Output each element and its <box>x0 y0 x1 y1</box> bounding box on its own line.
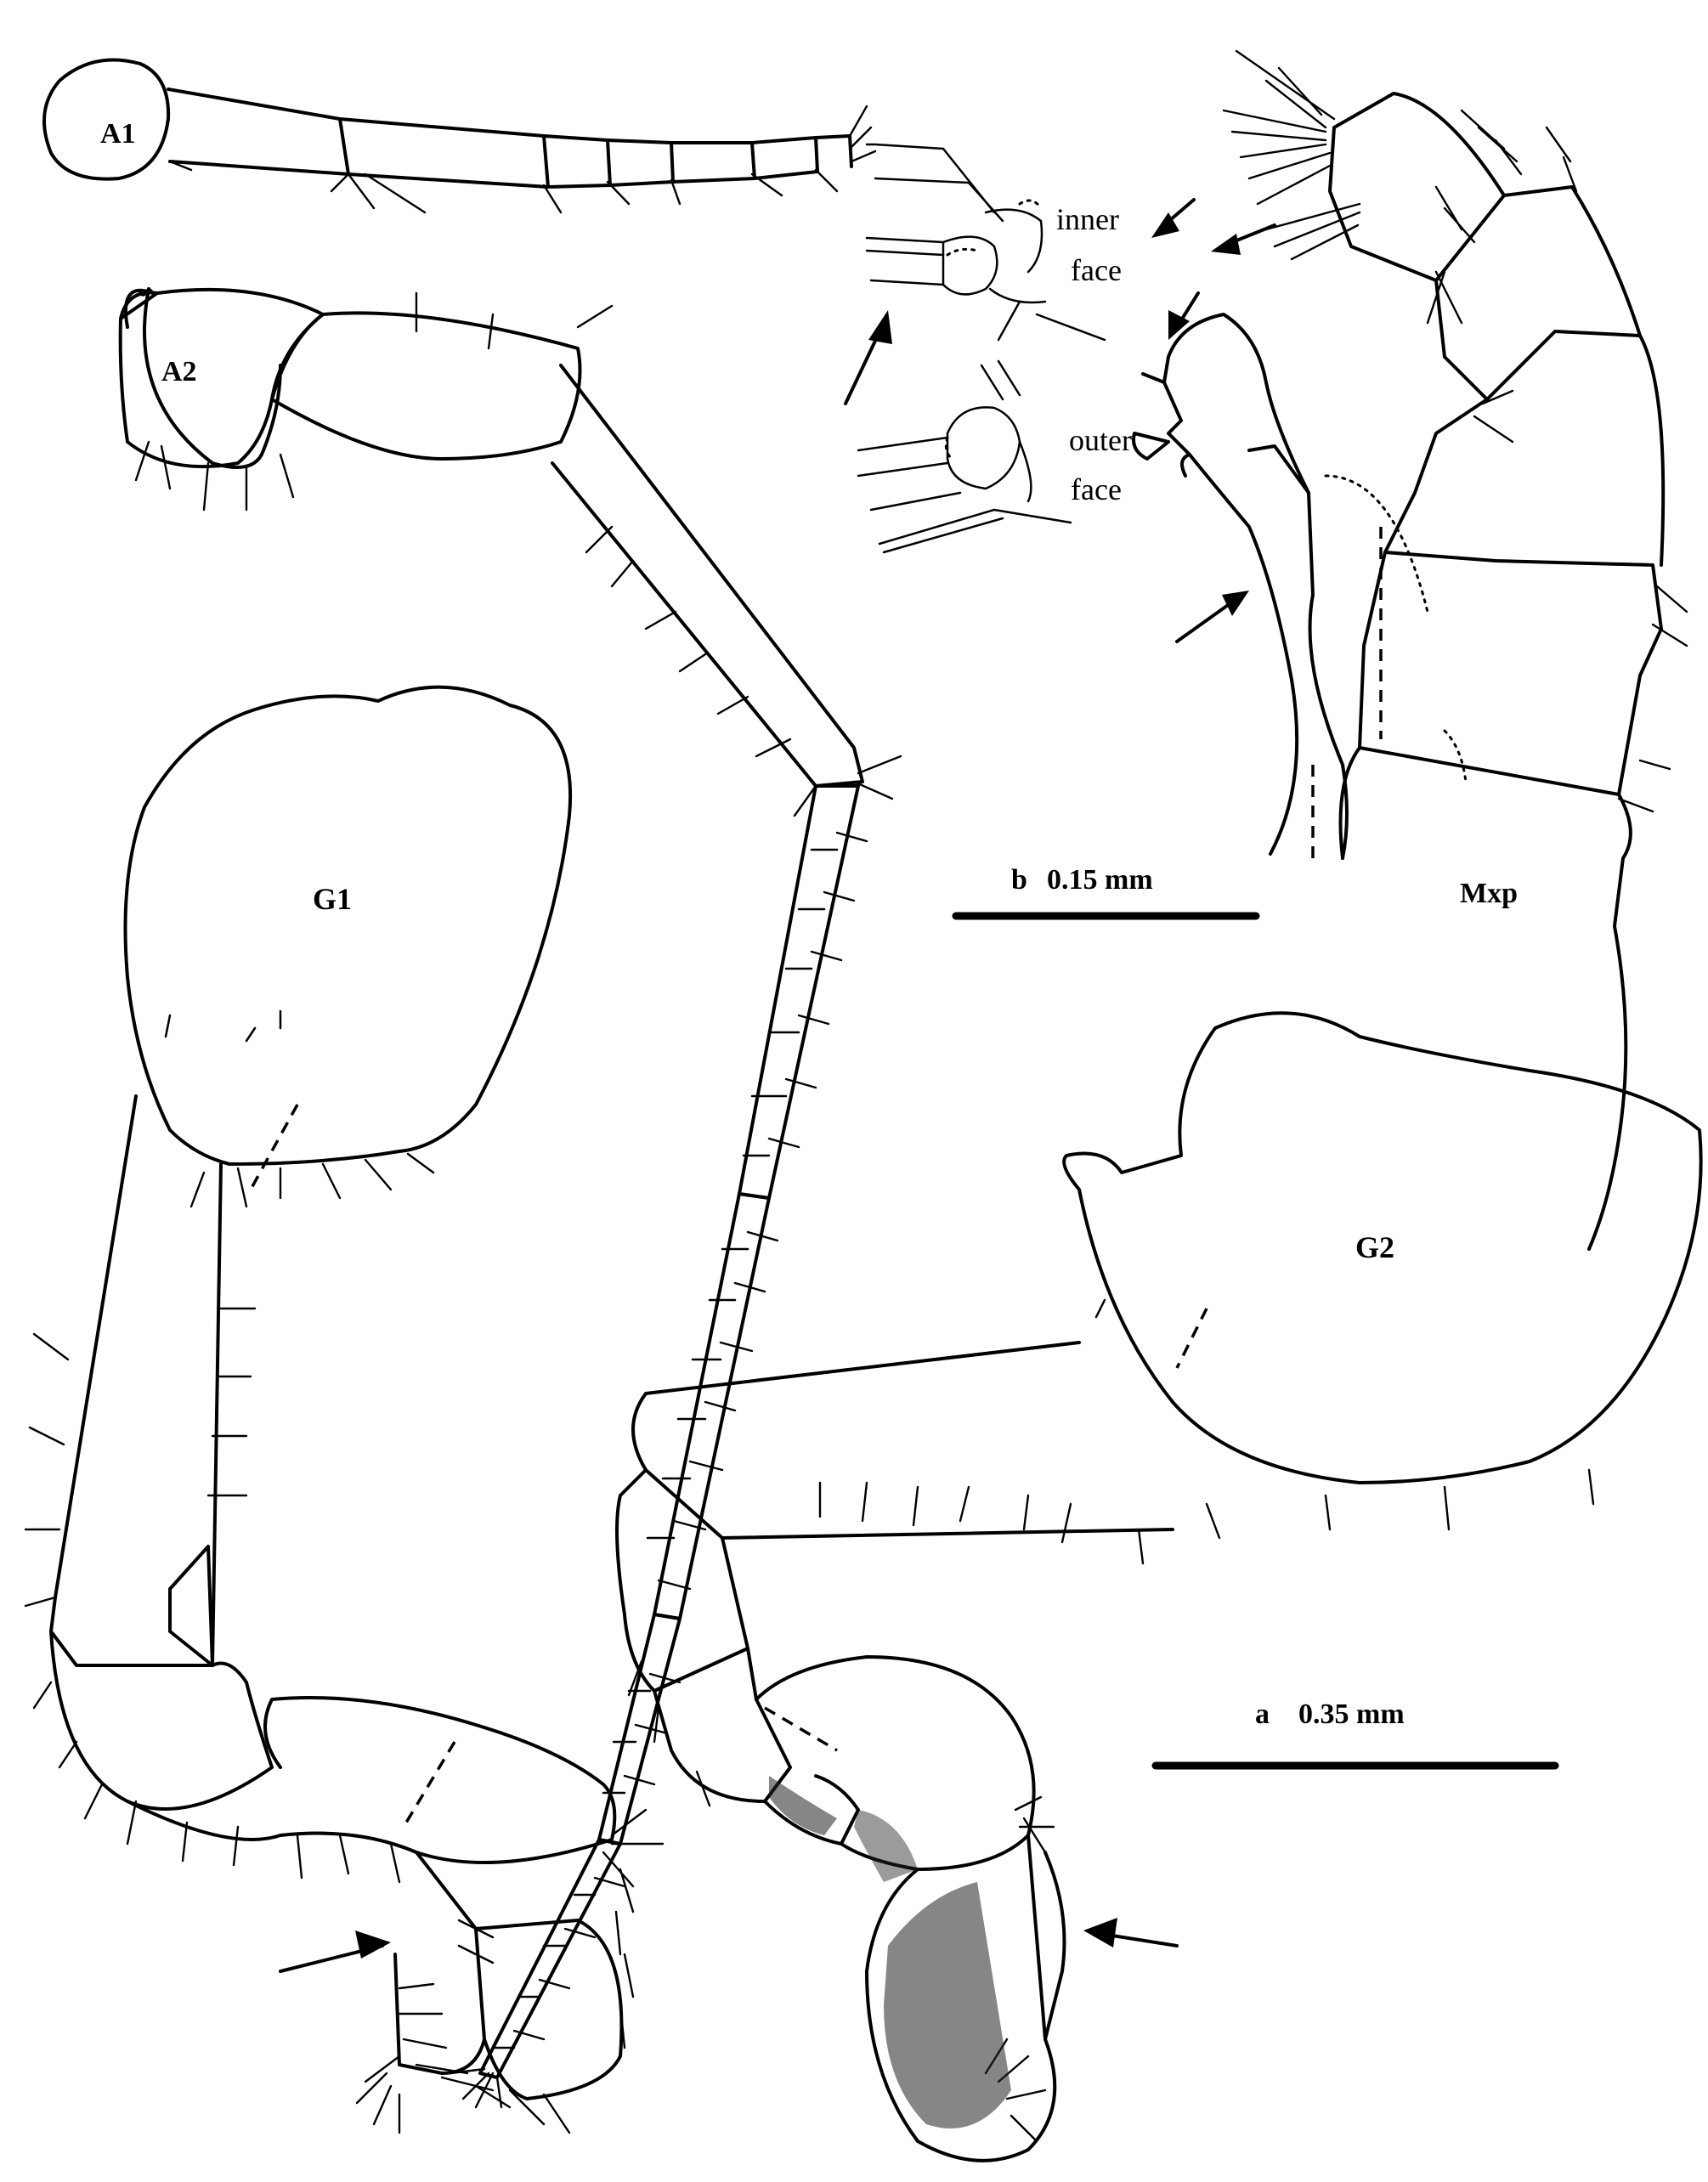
mxp-label: Mxp <box>1460 878 1518 909</box>
g2-stippled-carpal-lobe <box>769 1776 837 1835</box>
mxp-arrow-bottom-icon <box>1175 597 1238 643</box>
inset-arrowhead-up-icon <box>868 310 892 344</box>
inset-inner-face-drawing <box>865 143 1106 342</box>
mxp-arrowhead-top-icon <box>1211 234 1241 255</box>
scale-bar-b-value: 0.15 mm <box>1047 864 1153 896</box>
g2-arrowhead-icon <box>1083 1918 1117 1947</box>
inset-arrowhead-outer-icon <box>1168 310 1190 340</box>
a2-antenna-drawing <box>118 287 902 2109</box>
scale-bar-b: b 0.15 mm <box>952 864 1260 920</box>
a2-label: A2 <box>161 356 197 387</box>
g2-gnathopod-drawing <box>615 1011 1703 2162</box>
g2-label: G2 <box>1355 1230 1394 1264</box>
scale-bar-a-value: 0.35 mm <box>1298 1699 1405 1730</box>
g2-stippled-palm <box>884 1882 1011 2128</box>
inset-arrowhead-inner-icon <box>1151 212 1179 238</box>
scale-bar-b-letter: b <box>1011 864 1027 896</box>
a1-antenna-drawing <box>42 58 877 214</box>
a1-label: A1 <box>100 118 136 150</box>
g1-gnathopod-drawing <box>24 685 665 2134</box>
g2-stippled-propodus-edge <box>854 1810 918 1882</box>
mxp-maxilliped-drawing <box>1132 49 1688 1251</box>
inset-inner-label-1: inner <box>1056 202 1119 236</box>
inset-outer-label-2: face <box>1071 472 1122 506</box>
g1-arrowhead-icon <box>355 1930 391 1959</box>
scale-bar-a: a 0.35 mm <box>1151 1699 1559 1770</box>
inset-outer-face-drawing <box>857 359 1072 554</box>
scale-bar-a-letter: a <box>1255 1699 1270 1730</box>
mxp-arrowhead-bottom-icon <box>1222 591 1249 616</box>
inset-inner-label-2: face <box>1071 253 1122 287</box>
g1-label: G1 <box>313 882 352 916</box>
inset-outer-label-1: outer <box>1069 423 1132 457</box>
